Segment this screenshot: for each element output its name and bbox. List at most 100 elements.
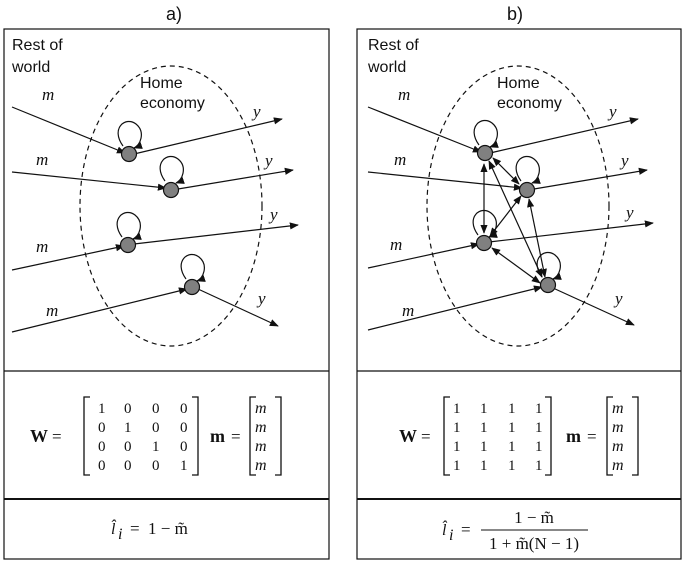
panel-b-equals-2: = bbox=[587, 427, 597, 446]
vector-cell: m bbox=[612, 438, 624, 455]
panel-a-matrix-equation: W = 1 0 0 0 0 1 0 0 0 0 1 0 0 0 0 1 bbox=[30, 396, 282, 476]
panel-b-export-label-3: y bbox=[624, 203, 634, 222]
panel-b-import-label-1: m bbox=[398, 85, 410, 104]
panel-a-import-label-3: m bbox=[36, 237, 48, 256]
panel-a-home-label-line1: Home bbox=[140, 75, 183, 92]
panel-a-formula-lhs: l̂ bbox=[111, 519, 116, 538]
panel-b-home-label-line1: Home bbox=[497, 75, 540, 92]
panel-b-link-1-4 bbox=[488, 160, 543, 278]
matrix-cell: 1 bbox=[508, 401, 516, 417]
vector-cell: m bbox=[255, 457, 267, 474]
panel-b-w-bracket-right bbox=[545, 396, 552, 476]
panel-b-home-boundary bbox=[426, 65, 610, 347]
panel-b-node-1 bbox=[476, 144, 494, 162]
vector-cell: m bbox=[255, 419, 267, 436]
panel-a-m-symbol: m bbox=[210, 426, 225, 446]
panel-a-export-label-3: y bbox=[268, 205, 278, 224]
panel-b-rest-label-line2: world bbox=[367, 59, 406, 76]
panel-b-rest-label-line1: Rest of bbox=[368, 37, 419, 54]
panel-b-w-bracket-left bbox=[443, 396, 450, 476]
panel-b-m-bracket-right bbox=[632, 396, 639, 476]
matrix-cell: 1 bbox=[124, 420, 132, 436]
panel-a-frame bbox=[3, 28, 330, 560]
panel-a-export-label-4: y bbox=[256, 289, 266, 308]
matrix-cell: 0 bbox=[180, 439, 188, 455]
panel-a-node-2 bbox=[162, 181, 180, 199]
vector-cell: m bbox=[255, 438, 267, 455]
vector-cell: m bbox=[255, 400, 267, 417]
panel-a-w-matrix-cells: 1 0 0 0 0 1 0 0 0 0 1 0 0 0 0 1 bbox=[98, 401, 188, 474]
matrix-cell: 1 bbox=[508, 420, 516, 436]
panel-a-export-label-2: y bbox=[263, 151, 273, 170]
vector-cell: m bbox=[612, 419, 624, 436]
panel-b-import-label-4: m bbox=[402, 301, 414, 320]
panel-a-m-bracket-right bbox=[275, 396, 282, 476]
panel-b-frame bbox=[356, 28, 682, 560]
panel-a-formula-subscript: i bbox=[118, 526, 122, 543]
panel-a-label: a) bbox=[166, 4, 182, 24]
panel-a-rest-label-line2: world bbox=[11, 59, 50, 76]
matrix-cell: 1 bbox=[480, 439, 488, 455]
panel-b-export-label-4: y bbox=[613, 289, 623, 308]
panel-a-import-arrow-2 bbox=[11, 171, 167, 191]
matrix-cell: 1 bbox=[480, 401, 488, 417]
panel-b-export-arrow-1 bbox=[489, 117, 639, 154]
panel-a-rest-label-line1: Rest of bbox=[12, 37, 63, 54]
matrix-cell: 1 bbox=[152, 439, 160, 455]
panel-a-import-arrow-4 bbox=[11, 287, 188, 333]
panel-b-formula-denominator: 1 + m̃(N − 1) bbox=[489, 534, 579, 553]
panel-a-export-arrow-2 bbox=[177, 167, 294, 190]
matrix-cell: 1 bbox=[453, 458, 461, 474]
panel-b-w-matrix-cells: 1 1 1 1 1 1 1 1 1 1 1 1 1 1 1 1 bbox=[453, 401, 543, 474]
panel-a-import-label-4: m bbox=[46, 301, 58, 320]
panel-a-formula-rhs: 1 − m̃ bbox=[148, 519, 188, 538]
panel-a-export-label-1: y bbox=[251, 102, 261, 121]
panel-a-self-loop-1 bbox=[117, 120, 143, 149]
matrix-cell: 0 bbox=[124, 458, 132, 474]
panel-a-home-boundary bbox=[79, 65, 263, 347]
panel-a-home-label-line2: economy bbox=[140, 95, 205, 112]
panel-b-import-arrow-4 bbox=[367, 285, 543, 331]
panel-b-link-2-3 bbox=[489, 195, 522, 237]
matrix-cell: 0 bbox=[124, 401, 132, 417]
panel-b-self-loop-1 bbox=[473, 119, 499, 148]
panel-a-w-bracket-right bbox=[192, 396, 199, 476]
panel-b-label: b) bbox=[507, 4, 523, 24]
panel-a-self-loop-3 bbox=[116, 211, 142, 240]
panel-a-export-arrow-1 bbox=[133, 117, 283, 155]
panel-a-export-arrow-4 bbox=[197, 288, 279, 327]
panel-b-link-1-2 bbox=[492, 157, 520, 185]
panel-b-export-arrow-3 bbox=[488, 220, 654, 243]
matrix-cell: 0 bbox=[180, 401, 188, 417]
matrix-cell: 1 bbox=[98, 401, 106, 417]
matrix-cell: 0 bbox=[98, 458, 106, 474]
panel-b-import-label-3: m bbox=[390, 235, 402, 254]
panel-b-formula-subscript: i bbox=[449, 527, 453, 544]
panel-a-node-4 bbox=[183, 278, 201, 296]
panel-b-w-symbol: W bbox=[399, 426, 417, 446]
panel-a-import-arrow-1 bbox=[11, 106, 126, 154]
panel-b-home-label-line2: economy bbox=[497, 95, 562, 112]
matrix-cell: 1 bbox=[453, 439, 461, 455]
panel-b-m-symbol: m bbox=[566, 426, 581, 446]
panel-b-node-4 bbox=[539, 276, 557, 294]
panel-a-w-bracket-left bbox=[83, 396, 90, 476]
panel-a-export-arrow-3 bbox=[133, 222, 299, 245]
matrix-cell: 1 bbox=[453, 420, 461, 436]
panel-b-formula-equals: = bbox=[461, 520, 471, 539]
matrix-cell: 1 bbox=[508, 439, 516, 455]
matrix-cell: 0 bbox=[152, 458, 160, 474]
panel-b-link-2-4 bbox=[527, 198, 547, 278]
matrix-cell: 0 bbox=[152, 420, 160, 436]
panel-b-node-2 bbox=[518, 181, 536, 199]
matrix-cell: 1 bbox=[535, 401, 543, 417]
panel-b-link-3-4 bbox=[491, 247, 541, 284]
panel-a-equals-1: = bbox=[52, 427, 62, 446]
panel-a-import-label-2: m bbox=[36, 150, 48, 169]
panel-a-self-loop-2 bbox=[159, 155, 185, 184]
matrix-cell: 0 bbox=[98, 439, 106, 455]
matrix-cell: 1 bbox=[453, 401, 461, 417]
panel-a-self-loop-4 bbox=[180, 253, 206, 282]
panel-a-w-symbol: W bbox=[30, 426, 48, 446]
panel-b-import-label-2: m bbox=[394, 150, 406, 169]
